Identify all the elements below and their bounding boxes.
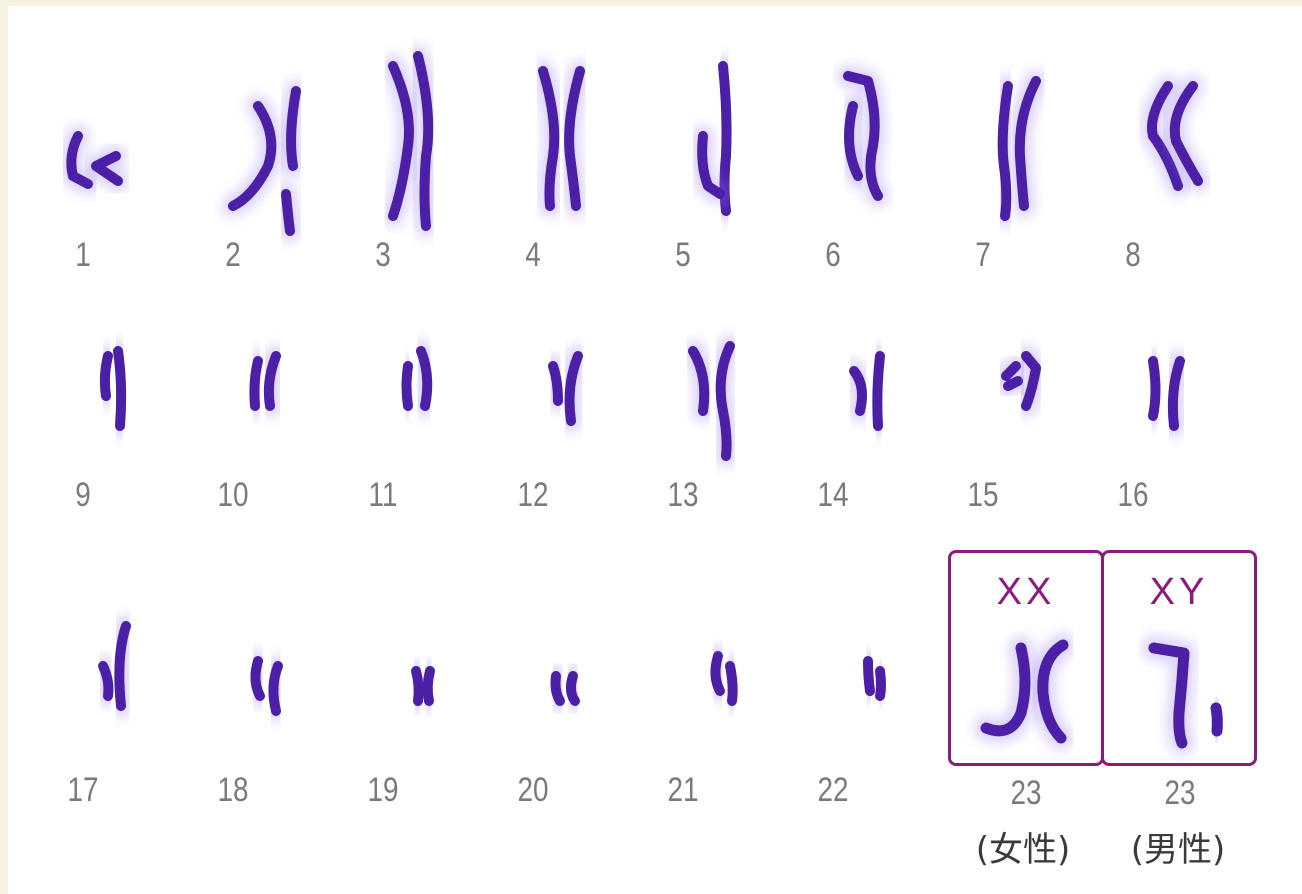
- chromosome-7-strand-1: [1003, 86, 1008, 216]
- chromosome-number-10: 10: [172, 476, 295, 515]
- chromosome-number-18: 18: [172, 771, 295, 810]
- chromosome-image-19: [308, 586, 458, 796]
- chromosome-21-strand-1: [715, 656, 720, 691]
- chromosome-number-6: 6: [772, 236, 895, 275]
- chromosome-16-strand-1: [1153, 361, 1156, 416]
- chromosome-image-22: [758, 586, 908, 796]
- xx-chromosome-pair: [951, 553, 1107, 769]
- chromosome-number-3: 3: [322, 236, 445, 275]
- chromosome-number-16: 16: [1072, 476, 1195, 515]
- chromosome-number-11: 11: [322, 476, 445, 515]
- chromosome-10-strand-1: [254, 361, 258, 406]
- chromosome-number-4: 4: [472, 236, 595, 275]
- chromosome-image-7: [908, 26, 1058, 236]
- chromosome-image-18: [158, 586, 308, 796]
- chromosome-number-15: 15: [922, 476, 1045, 515]
- chromosome-18-strand-1: [255, 661, 260, 696]
- female-sex-box: XX: [948, 550, 1104, 766]
- chromosome-number-8: 8: [1072, 236, 1195, 275]
- chromosome-number-20: 20: [472, 771, 595, 810]
- chromosome-12-strand-1: [553, 366, 558, 401]
- chromosome-image-17: [8, 586, 158, 796]
- chromosome-number-12: 12: [472, 476, 595, 515]
- chromosome-number-13: 13: [622, 476, 745, 515]
- chromosome-17-strand-1: [103, 666, 108, 696]
- chromosome-14-strand-2: [877, 356, 880, 426]
- xy-chromosome-pair: [1104, 553, 1260, 769]
- chromosome-number-7: 7: [922, 236, 1045, 275]
- chromosome-number-22: 22: [772, 771, 895, 810]
- chromosome-image-8: [1058, 26, 1208, 236]
- chromosome-18-strand-2: [273, 666, 278, 711]
- chromosome-11-strand-1: [407, 366, 409, 406]
- chromosome-image-5: [608, 26, 758, 236]
- chromosome-image-20: [458, 586, 608, 796]
- chromosome-22-strand-2: [880, 671, 881, 696]
- chromosome-number-14: 14: [772, 476, 895, 515]
- xy-chromosome-strand-2: [1216, 708, 1217, 731]
- chromosome-image-4: [458, 26, 608, 236]
- chromosome-number-5: 5: [622, 236, 745, 275]
- male-number-label: 23: [1119, 774, 1242, 813]
- chromosome-image-21: [608, 586, 758, 796]
- chromosome-20-strand-1: [556, 676, 561, 701]
- chromosome-image-6: [758, 26, 908, 236]
- chromosome-9-strand-1: [105, 356, 108, 396]
- chromosome-number-2: 2: [172, 236, 295, 275]
- chromosome-image-1: [8, 26, 158, 236]
- chromosome-20-strand-2: [571, 676, 575, 701]
- chromosome-number-9: 9: [22, 476, 145, 515]
- female-number-label: 23: [965, 774, 1088, 813]
- chromosome-9-strand-2: [118, 351, 121, 426]
- chromosome-image-3: [308, 26, 458, 236]
- chromosome-21-strand-2: [730, 666, 733, 701]
- chromosome-number-21: 21: [622, 771, 745, 810]
- chromosome-19-strand-2: [428, 671, 430, 701]
- male-sex-box: XY: [1101, 550, 1257, 766]
- chromosome-number-19: 19: [322, 771, 445, 810]
- chromosome-image-2: [158, 26, 308, 236]
- male-caption: (男性): [1098, 822, 1258, 871]
- chromosome-number-17: 17: [22, 771, 145, 810]
- female-caption: (女性): [943, 822, 1103, 871]
- chromosome-number-1: 1: [22, 236, 145, 275]
